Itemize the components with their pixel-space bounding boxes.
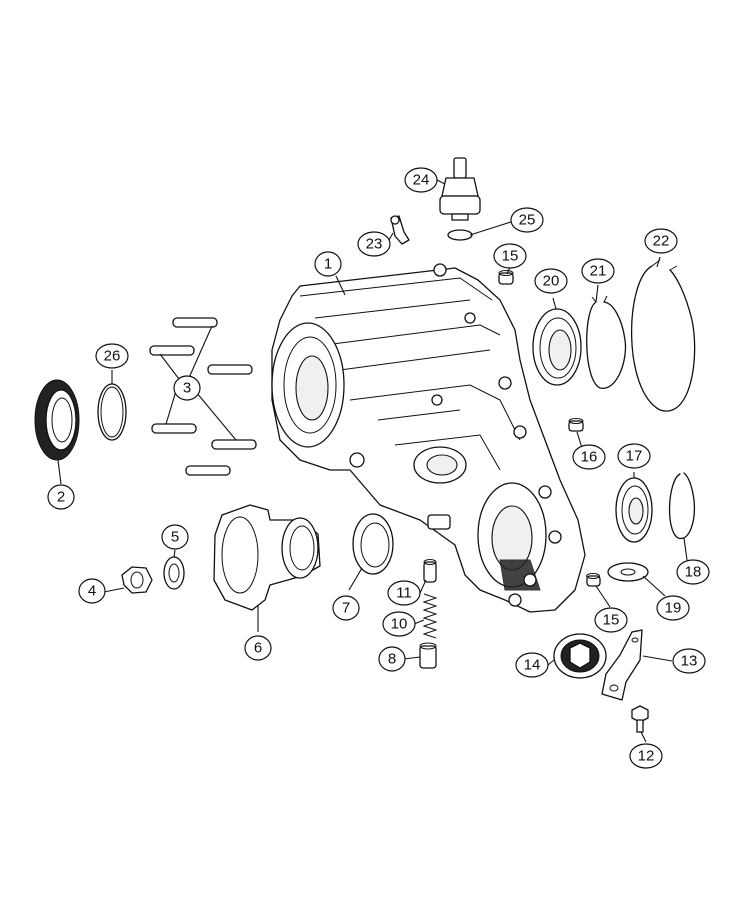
- callout-label: 7: [342, 600, 350, 617]
- callout-15-lower: 15: [594, 607, 628, 633]
- callout-label: 5: [171, 529, 179, 546]
- callout-label: 12: [638, 748, 655, 765]
- part-washer-5: [163, 556, 185, 590]
- leader-lines: [57, 179, 688, 743]
- part-bushing-upper: [498, 270, 514, 285]
- part-seal-7: [352, 513, 394, 575]
- callout-19: 19: [656, 595, 690, 621]
- part-bracket-13: [601, 629, 643, 701]
- part-snap-ring-21: [586, 301, 627, 389]
- callout-6: 6: [244, 635, 272, 661]
- callout-5: 5: [161, 524, 189, 550]
- part-plug-11: [423, 559, 437, 583]
- part-nut-4: [121, 566, 153, 594]
- callout-label: 11: [396, 585, 412, 602]
- part-bushing-16: [568, 418, 584, 432]
- callout-label: 23: [366, 236, 383, 253]
- part-plug-8: [419, 642, 437, 669]
- callout-label: 24: [413, 172, 430, 189]
- part-dowel-pins: [149, 317, 257, 476]
- callout-label: 21: [590, 263, 607, 280]
- callout-11: 11: [387, 580, 421, 606]
- callout-15-upper: 15: [493, 243, 527, 269]
- callout-label: 10: [391, 616, 408, 633]
- part-spring-10: [422, 593, 438, 639]
- callout-12: 12: [629, 743, 663, 769]
- callout-13: 13: [672, 648, 706, 674]
- callout-label: 15: [603, 612, 620, 629]
- callout-26: 26: [95, 343, 129, 369]
- callout-label: 8: [388, 651, 396, 668]
- callout-1: 1: [314, 251, 342, 277]
- callout-label: 19: [665, 600, 682, 617]
- part-extension-housing-6: [213, 504, 321, 611]
- part-o-ring-25: [447, 229, 473, 241]
- part-washer-19: [607, 562, 649, 582]
- part-snap-ring-18: [668, 472, 696, 539]
- callout-7: 7: [332, 595, 360, 621]
- callout-label: 22: [653, 233, 670, 250]
- callout-label: 1: [324, 256, 332, 273]
- callout-21: 21: [581, 258, 615, 284]
- callout-label: 20: [543, 273, 560, 290]
- part-nut-14: [553, 633, 607, 679]
- callout-14: 14: [515, 652, 549, 678]
- part-o-ring-26: [97, 383, 127, 441]
- callout-24: 24: [404, 167, 438, 193]
- part-bearing-17: [615, 477, 653, 543]
- callout-23: 23: [357, 231, 391, 257]
- part-breather-fitting: [390, 215, 410, 245]
- callout-label: 16: [581, 449, 598, 466]
- callout-10: 10: [382, 611, 416, 637]
- part-sensor: [439, 157, 481, 221]
- callout-label: 13: [681, 653, 698, 670]
- callout-20: 20: [534, 268, 568, 294]
- callout-17: 17: [617, 443, 651, 469]
- callout-label: 4: [88, 583, 96, 600]
- callout-label: 14: [524, 657, 541, 674]
- part-bushing-lower: [586, 573, 601, 587]
- callout-label: 2: [57, 489, 65, 506]
- callout-label: 6: [254, 640, 262, 657]
- callout-label: 18: [685, 564, 702, 581]
- part-retaining-ring-22: [630, 265, 696, 412]
- callout-8: 8: [378, 646, 406, 672]
- callout-18: 18: [676, 559, 710, 585]
- callout-label: 3: [183, 380, 191, 397]
- part-seal-2: [34, 379, 80, 461]
- callout-4: 4: [78, 578, 106, 604]
- callout-label: 26: [104, 348, 121, 365]
- callout-3: 3: [173, 375, 201, 401]
- callout-label: 17: [626, 448, 643, 465]
- part-bolt-12: [631, 705, 649, 733]
- callout-25: 25: [510, 207, 544, 233]
- callout-label: 25: [519, 212, 536, 229]
- callout-22: 22: [644, 228, 678, 254]
- callout-2: 2: [47, 484, 75, 510]
- part-seal-20: [532, 308, 582, 386]
- part-transfer-case-housing: [271, 263, 586, 613]
- callout-label: 15: [502, 248, 519, 265]
- callout-16: 16: [572, 444, 606, 470]
